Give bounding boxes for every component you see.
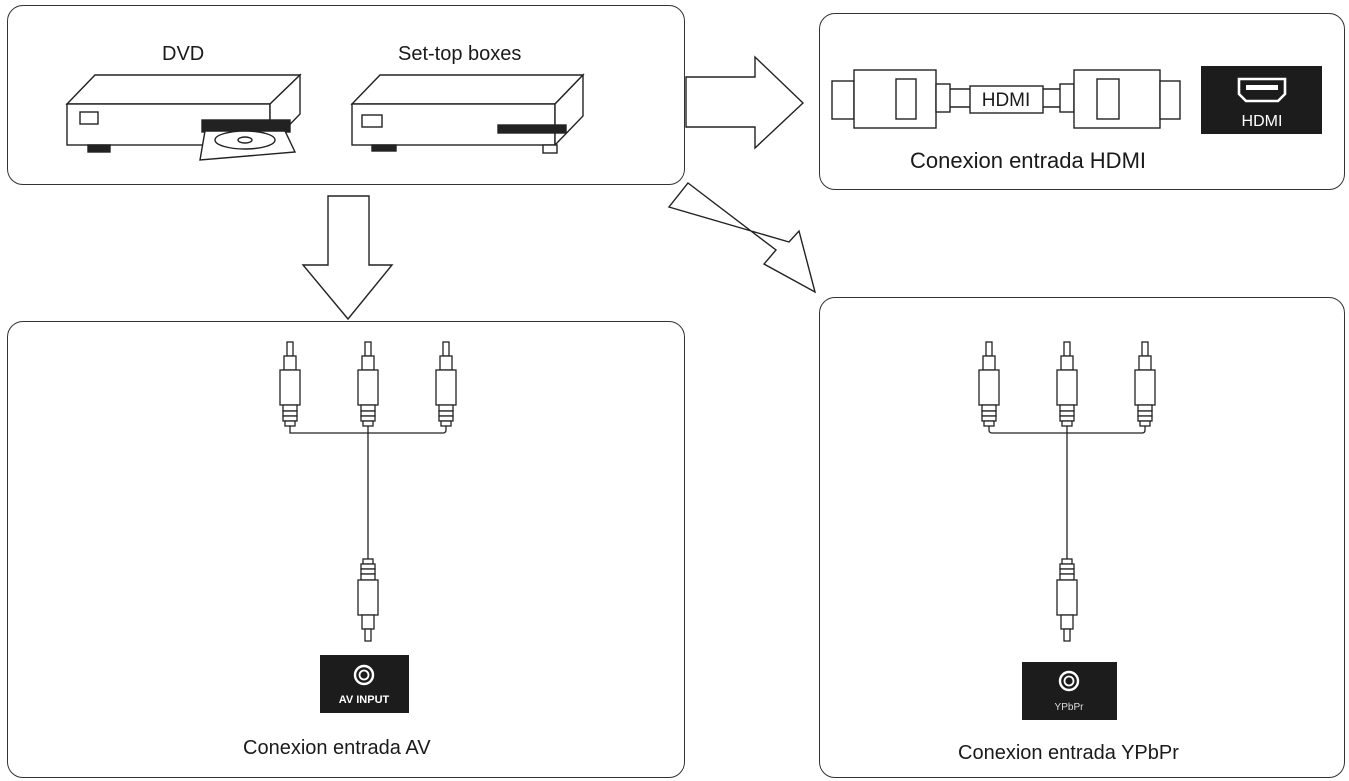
- av-caption: Conexion entrada AV: [243, 737, 431, 759]
- ypbpr-port-label: YPbPr: [1055, 702, 1085, 713]
- set-top-box-icon: [350, 73, 585, 154]
- av-cable-icon: [279, 341, 457, 642]
- hdmi-port-icon: [1201, 66, 1322, 134]
- arrow-right-icon: [685, 55, 805, 150]
- hdmi-cable-label: HDMI: [982, 90, 1031, 111]
- av-panel: [7, 321, 685, 778]
- arrow-diagonal-icon: [667, 182, 817, 294]
- hdmi-cable-icon: [831, 69, 1181, 129]
- settop-label: Set-top boxes: [398, 43, 522, 65]
- hdmi-caption: Conexion entrada HDMI: [910, 148, 1147, 173]
- av-input-port-label: AV INPUT: [339, 694, 390, 706]
- ypbpr-caption: Conexion entrada YPbPr: [958, 742, 1179, 764]
- hdmi-port-label: HDMI: [1242, 113, 1283, 130]
- dvd-player-icon: [65, 73, 302, 161]
- dvd-label: DVD: [162, 43, 205, 65]
- arrow-down-icon: [301, 195, 394, 321]
- ypbpr-port-icon: [1022, 662, 1117, 720]
- ypbpr-cable-icon: [978, 341, 1156, 642]
- av-input-port-icon: [320, 655, 409, 713]
